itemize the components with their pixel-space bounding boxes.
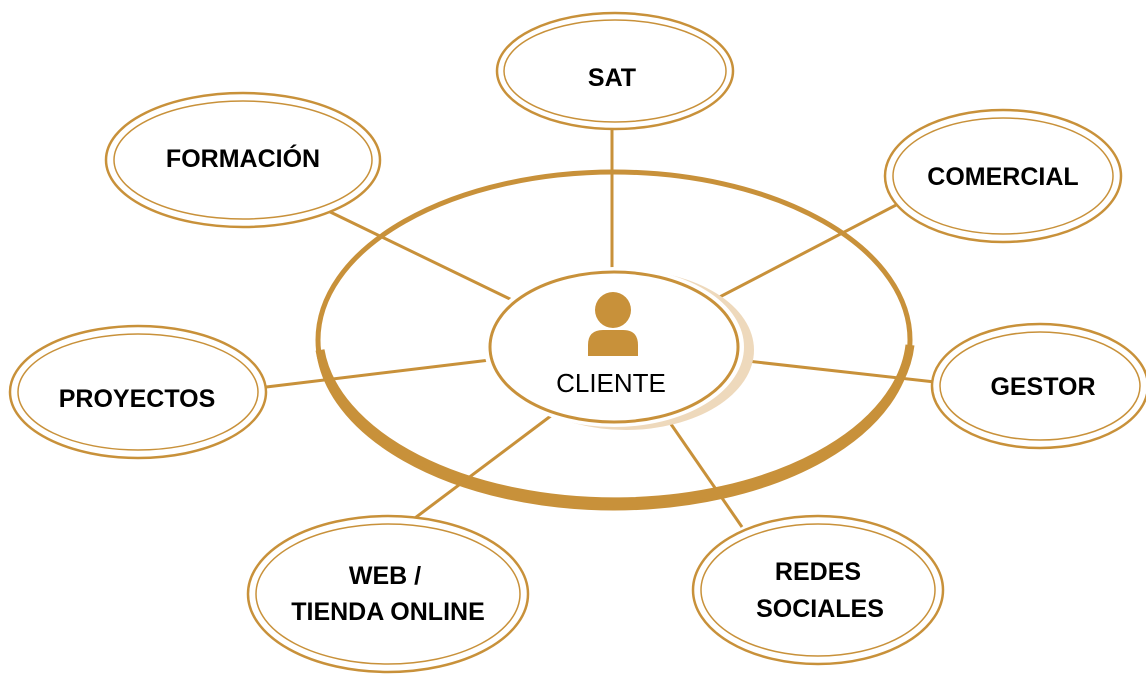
connector-gestor (737, 358, 936, 384)
node-label-web-line1: WEB / (349, 562, 421, 590)
node-redes: REDES SOCIALES (691, 514, 945, 666)
connector-comercial (709, 201, 901, 304)
node-label-gestor: GESTOR (990, 373, 1095, 401)
connector-formacion (321, 206, 513, 302)
connector-web (394, 410, 557, 535)
node-label-sat: SAT (588, 64, 636, 92)
node-sat: SAT (495, 11, 735, 131)
outer-ring (315, 169, 915, 511)
connectors (257, 125, 936, 535)
connector-redes (662, 413, 744, 528)
node-gestor: GESTOR (930, 322, 1146, 450)
center-client-node: CLIENTE (484, 267, 754, 430)
node-formacion: FORMACIÓN (104, 91, 382, 229)
node-label-web-line2: TIENDA ONLINE (291, 598, 485, 626)
center-label: CLIENTE (556, 368, 666, 398)
node-label-redes-line2: SOCIALES (756, 595, 884, 623)
node-comercial: COMERCIAL (883, 108, 1123, 244)
node-label-redes-line1: REDES (775, 558, 861, 586)
node-label-comercial: COMERCIAL (927, 163, 1078, 191)
node-label-proyectos: PROYECTOS (59, 385, 216, 413)
node-proyectos: PROYECTOS (8, 324, 268, 460)
connector-proyectos (257, 358, 491, 390)
node-label-formacion: FORMACIÓN (166, 143, 320, 173)
node-web: WEB / TIENDA ONLINE (246, 514, 530, 674)
user-icon (588, 292, 638, 356)
